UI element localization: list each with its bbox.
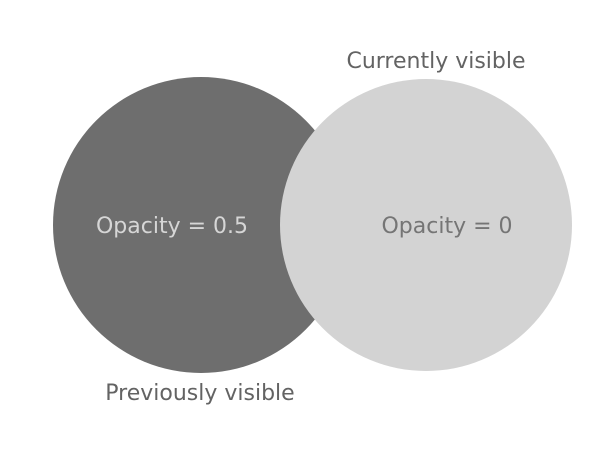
previously-visible-annotation: Previously visible xyxy=(105,381,294,406)
currently-visible-circle xyxy=(280,79,572,371)
previously-visible-circle-label: Opacity = 0.5 xyxy=(96,214,248,239)
previously-visible-circle xyxy=(53,77,349,373)
currently-visible-annotation: Currently visible xyxy=(346,49,525,74)
currently-visible-circle-label: Opacity = 0 xyxy=(381,214,512,239)
